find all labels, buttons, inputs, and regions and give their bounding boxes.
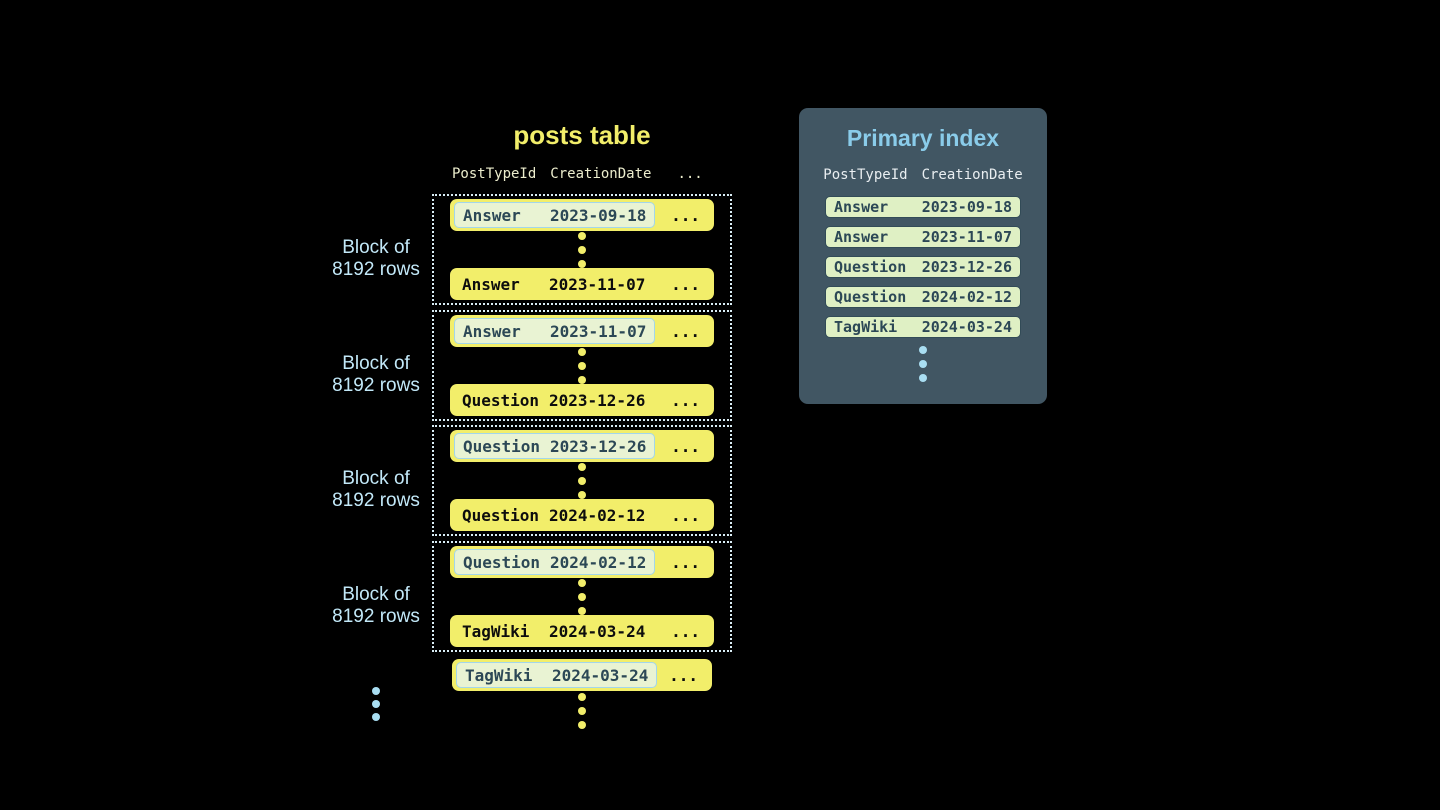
creation-date-value: 2023-11-07 xyxy=(549,274,646,294)
creation-date-value: 2024-03-24 xyxy=(921,318,1012,336)
row-values: TagWiki 2024-03-24 xyxy=(454,618,653,644)
post-type-value: TagWiki xyxy=(465,665,533,685)
more-blocks-ellipsis-dots xyxy=(372,687,380,721)
creation-date-value: 2023-09-18 xyxy=(550,205,647,225)
column-header-posttypeid: PostTypeId xyxy=(823,167,908,183)
creation-date-value: 2024-02-12 xyxy=(921,288,1012,306)
row-more-columns: ... xyxy=(671,505,700,525)
row-values: Question 2023-12-26 xyxy=(454,387,653,413)
row-values-highlighted: TagWiki 2024-03-24 xyxy=(456,662,658,688)
block-1: Answer 2023-09-18 ... Answer 2023-11-07 … xyxy=(432,194,732,305)
block-4-label: Block of 8192 rows xyxy=(332,584,420,627)
table-row: Question 2023-12-26 ... xyxy=(450,430,714,462)
block-3: Question 2023-12-26 ... Question 2024-02… xyxy=(432,425,732,536)
index-entry: Question 2024-02-12 xyxy=(825,286,1021,308)
row-values-highlighted: Question 2024-02-12 xyxy=(454,549,656,575)
block-2-label: Block of 8192 rows xyxy=(332,353,420,396)
table-row: Question 2024-02-12 ... xyxy=(450,546,714,578)
table-row: Answer 2023-11-07 ... xyxy=(450,315,714,347)
table-row: TagWiki 2024-03-24 ... xyxy=(452,659,712,691)
primary-index-rows: Answer 2023-09-18 Answer 2023-11-07 Ques… xyxy=(825,196,1021,338)
index-entry: TagWiki 2024-03-24 xyxy=(825,316,1021,338)
column-header-creationdate: CreationDate xyxy=(921,167,1023,183)
creation-date-value: 2024-03-24 xyxy=(549,621,646,641)
row-values-highlighted: Question 2023-12-26 xyxy=(454,433,656,459)
table-row: Question 2024-02-12 ... xyxy=(450,499,714,531)
row-more-columns: ... xyxy=(671,321,700,341)
post-type-value: TagWiki xyxy=(462,621,530,641)
vertical-ellipsis-dots xyxy=(450,347,714,384)
post-type-value: Answer xyxy=(834,228,889,246)
row-more-columns: ... xyxy=(671,436,700,456)
post-type-value: TagWiki xyxy=(834,318,898,336)
table-row: Answer 2023-11-07 ... xyxy=(450,268,714,300)
primary-index-title: Primary index xyxy=(846,125,1000,151)
vertical-ellipsis-dots xyxy=(450,231,714,268)
post-type-value: Question xyxy=(463,436,541,456)
vertical-ellipsis-dots xyxy=(450,578,714,615)
column-header-posttypeid: PostTypeId xyxy=(452,166,537,182)
post-type-value: Question xyxy=(462,505,540,525)
table-row: Question 2023-12-26 ... xyxy=(450,384,714,416)
creation-date-value: 2023-12-26 xyxy=(549,390,646,410)
block-1-label: Block of 8192 rows xyxy=(332,237,420,280)
post-type-value: Answer xyxy=(834,198,889,216)
creation-date-value: 2023-09-18 xyxy=(921,198,1012,216)
row-more-columns: ... xyxy=(671,621,700,641)
block-2: Answer 2023-11-07 ... Question 2023-12-2… xyxy=(432,310,732,421)
index-entry: Question 2023-12-26 xyxy=(825,256,1021,278)
creation-date-value: 2024-02-12 xyxy=(549,505,646,525)
row-values: Question 2024-02-12 xyxy=(454,502,653,528)
row-more-columns: ... xyxy=(669,665,698,685)
creation-date-value: 2023-12-26 xyxy=(550,436,647,456)
block-3-label: Block of 8192 rows xyxy=(332,468,420,511)
post-type-value: Answer xyxy=(463,321,521,341)
posts-table-column-headers: PostTypeId CreationDate ... xyxy=(452,166,712,182)
creation-date-value: 2024-03-24 xyxy=(552,665,649,685)
index-entry: Answer 2023-09-18 xyxy=(825,196,1021,218)
column-header-more: ... xyxy=(677,166,703,182)
block-4: Question 2024-02-12 ... TagWiki 2024-03-… xyxy=(432,541,732,652)
table-row: Answer 2023-09-18 ... xyxy=(450,199,714,231)
creation-date-value: 2023-12-26 xyxy=(921,258,1012,276)
post-type-value: Question xyxy=(462,390,540,410)
creation-date-value: 2024-02-12 xyxy=(550,552,647,572)
post-type-value: Question xyxy=(463,552,541,572)
row-more-columns: ... xyxy=(671,390,700,410)
creation-date-value: 2023-11-07 xyxy=(550,321,647,341)
row-values: Answer 2023-11-07 xyxy=(454,271,653,297)
primary-index-column-headers: PostTypeId CreationDate xyxy=(799,167,1047,183)
row-values-highlighted: Answer 2023-11-07 xyxy=(454,318,656,344)
row-more-columns: ... xyxy=(671,274,700,294)
more-index-entries-ellipsis-dots xyxy=(799,346,1047,382)
vertical-ellipsis-dots xyxy=(450,462,714,499)
posts-table-title: posts table xyxy=(513,120,651,150)
post-type-value: Question xyxy=(834,258,907,276)
index-entry: Answer 2023-11-07 xyxy=(825,226,1021,248)
row-more-columns: ... xyxy=(671,205,700,225)
post-type-value: Question xyxy=(834,288,907,306)
more-rows-ellipsis-dots xyxy=(432,693,732,729)
row-values-highlighted: Answer 2023-09-18 xyxy=(454,202,656,228)
table-row: TagWiki 2024-03-24 ... xyxy=(450,615,714,647)
row-more-columns: ... xyxy=(671,552,700,572)
post-type-value: Answer xyxy=(462,274,520,294)
primary-index-panel: Primary index PostTypeId CreationDate An… xyxy=(799,108,1047,404)
creation-date-value: 2023-11-07 xyxy=(921,228,1012,246)
column-header-creationdate: CreationDate xyxy=(550,166,652,182)
post-type-value: Answer xyxy=(463,205,521,225)
